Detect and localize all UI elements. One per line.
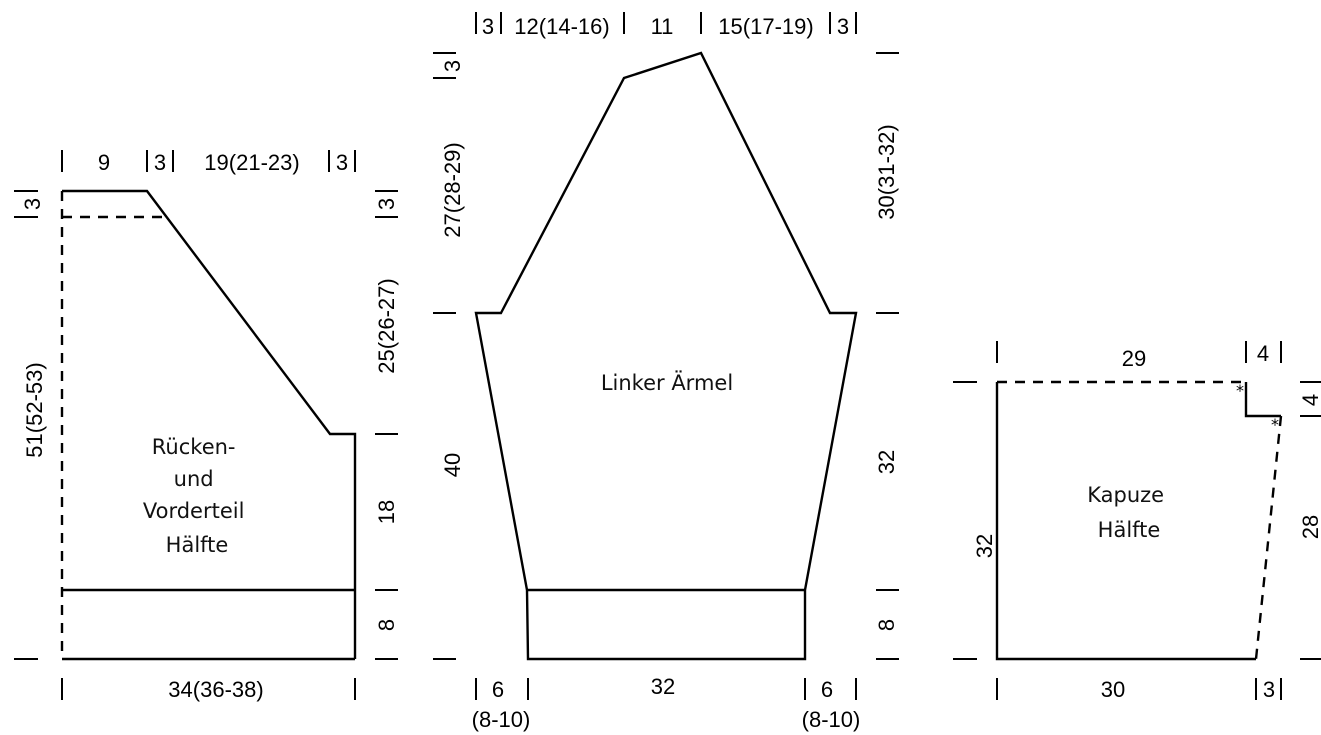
body-left-total: 51(52-53) bbox=[22, 362, 47, 457]
sleeve-right-rib: 8 bbox=[874, 619, 899, 631]
hood-right-notch: 4 bbox=[1298, 394, 1321, 406]
hood-notch bbox=[1244, 382, 1281, 418]
body-right-raglan: 25(26-27) bbox=[374, 278, 399, 373]
body-left-top: 3 bbox=[20, 198, 45, 210]
sleeve-right-length: 32 bbox=[874, 450, 899, 474]
body-top-neck: 9 bbox=[98, 150, 110, 175]
sleeve-bottom-right-a: 6 bbox=[821, 677, 833, 702]
hood-bottom-gap: 3 bbox=[1263, 677, 1275, 702]
body-top-gap2: 3 bbox=[336, 150, 348, 175]
hood-top-notch: 4 bbox=[1257, 341, 1269, 366]
hood-label: Kapuze Hälfte bbox=[1087, 483, 1171, 542]
sleeve-left-top: 3 bbox=[440, 60, 465, 72]
hood-right-height: 28 bbox=[1298, 515, 1321, 539]
hood-bottom-width: 30 bbox=[1101, 677, 1125, 702]
sleeve-top-a: 3 bbox=[482, 14, 494, 39]
body-right-side: 18 bbox=[374, 500, 399, 524]
hood-right-dashed-line bbox=[1254, 415, 1283, 660]
hood-outline bbox=[995, 382, 1256, 661]
body-outline bbox=[62, 189, 357, 659]
body-right-rib: 8 bbox=[374, 619, 399, 631]
hood-piece: * * Kapuze Hälfte 29 4 32 4 28 30 3 bbox=[953, 341, 1321, 702]
sleeve-top-c: 11 bbox=[651, 14, 674, 39]
sleeve-left-cap: 27(28-29) bbox=[440, 142, 465, 237]
body-piece-label: Rücken- und Vorderteil Hälfte bbox=[143, 435, 251, 557]
hood-marker-star: * bbox=[1271, 415, 1279, 434]
sleeve-piece: Linker Ärmel 3 12(14-16) 11 15(17-19) 3 … bbox=[433, 12, 899, 732]
hood-marker-star: * bbox=[1236, 381, 1244, 400]
sleeve-left-length: 40 bbox=[440, 453, 465, 477]
sleeve-bottom-right-b: (8-10) bbox=[802, 707, 861, 732]
body-right-top: 3 bbox=[374, 198, 399, 210]
sleeve-top-d: 15(17-19) bbox=[718, 14, 813, 39]
sleeve-bottom-left-a: 6 bbox=[492, 677, 504, 702]
sleeve-bottom-middle: 32 bbox=[651, 674, 675, 699]
body-bottom-width: 34(36-38) bbox=[168, 677, 263, 702]
body-top-gap1: 3 bbox=[154, 150, 166, 175]
sleeve-bottom-left-b: (8-10) bbox=[472, 707, 531, 732]
body-piece: Rücken- und Vorderteil Hälfte 9 3 19(21-… bbox=[14, 150, 399, 702]
body-top-shoulder: 19(21-23) bbox=[204, 150, 299, 175]
sleeve-right-cap: 30(31-32) bbox=[874, 124, 899, 219]
sleeve-top-b: 12(14-16) bbox=[514, 14, 609, 39]
sleeve-outline bbox=[474, 51, 858, 661]
sleeve-top-e: 3 bbox=[837, 14, 849, 39]
hood-top-width: 29 bbox=[1122, 346, 1146, 371]
sleeve-label: Linker Ärmel bbox=[601, 370, 733, 395]
hood-left-height: 32 bbox=[972, 534, 997, 558]
